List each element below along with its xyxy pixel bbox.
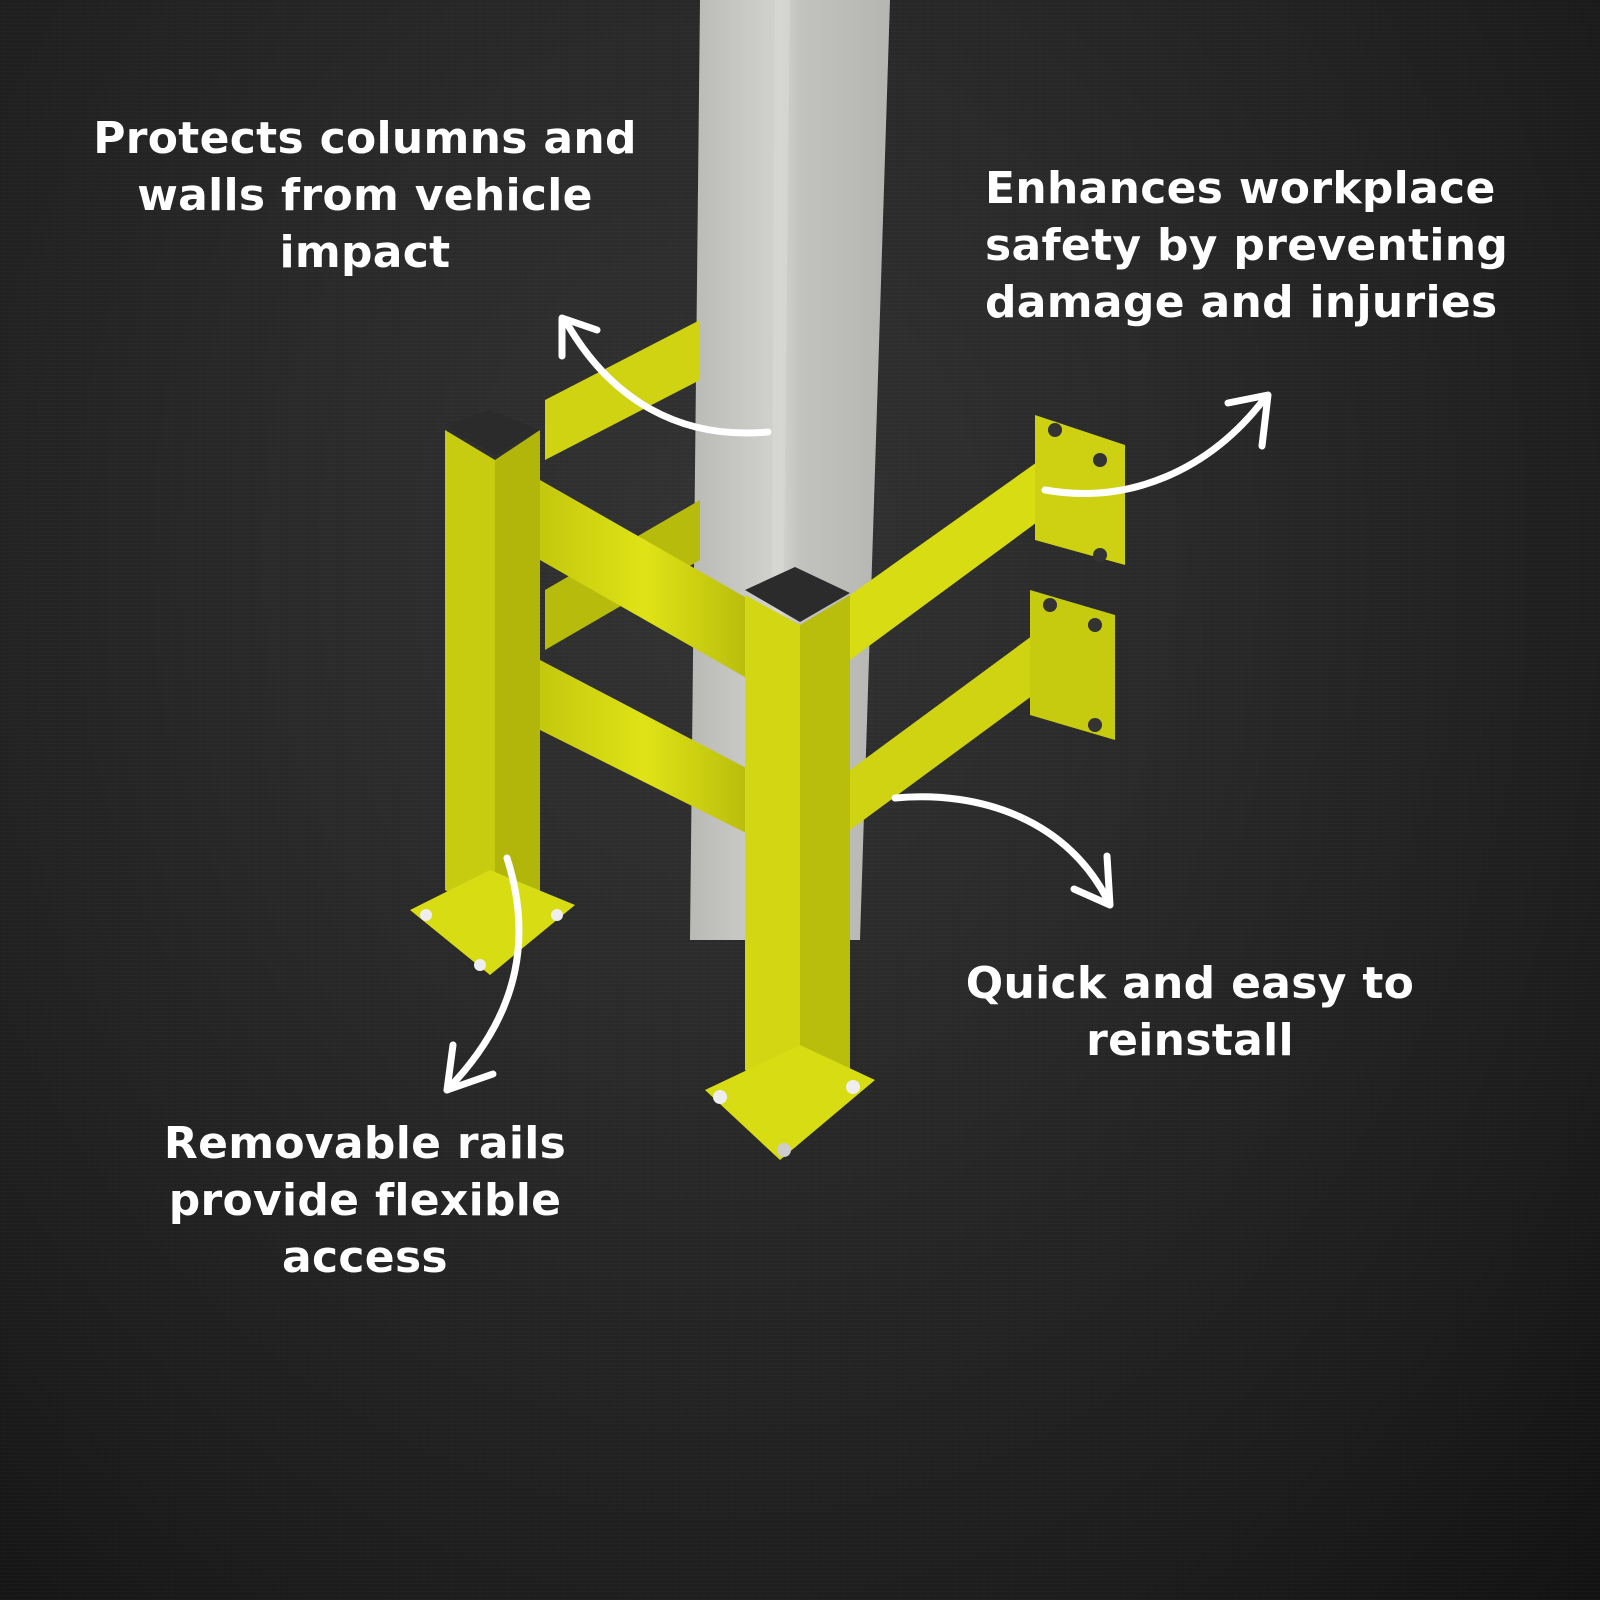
arrow-to-enhances: [1041, 391, 1272, 497]
caption-line: impact: [279, 227, 451, 278]
left-post: [410, 410, 575, 975]
arrow-to-quick: [891, 793, 1114, 909]
caption-line: Protects columns and: [93, 113, 637, 164]
caption-removable-rails: Removable rails provide flexible access: [140, 1115, 590, 1286]
arrow-to-protects: [558, 314, 772, 437]
caption-line: access: [282, 1232, 448, 1283]
caption-enhances-safety: Enhances workplace safety by preventing …: [985, 160, 1545, 331]
caption-line: Quick and easy to: [965, 958, 1415, 1009]
caption-line: Removable rails: [163, 1118, 567, 1169]
caption-line: damage and injuries: [985, 277, 1498, 328]
caption-quick-reinstall: Quick and easy to reinstall: [960, 955, 1420, 1069]
front-post: [705, 567, 875, 1160]
caption-protects-columns: Protects columns and walls from vehicle …: [60, 110, 670, 281]
caption-line: Enhances workplace: [985, 163, 1496, 214]
arrow-to-removable: [443, 854, 523, 1094]
left-rails: [540, 480, 750, 835]
caption-line: provide flexible: [168, 1175, 562, 1226]
right-rails: [850, 415, 1125, 830]
caption-line: safety by preventing: [985, 220, 1509, 271]
caption-line: walls from vehicle: [137, 170, 593, 221]
caption-line: reinstall: [1086, 1015, 1294, 1066]
